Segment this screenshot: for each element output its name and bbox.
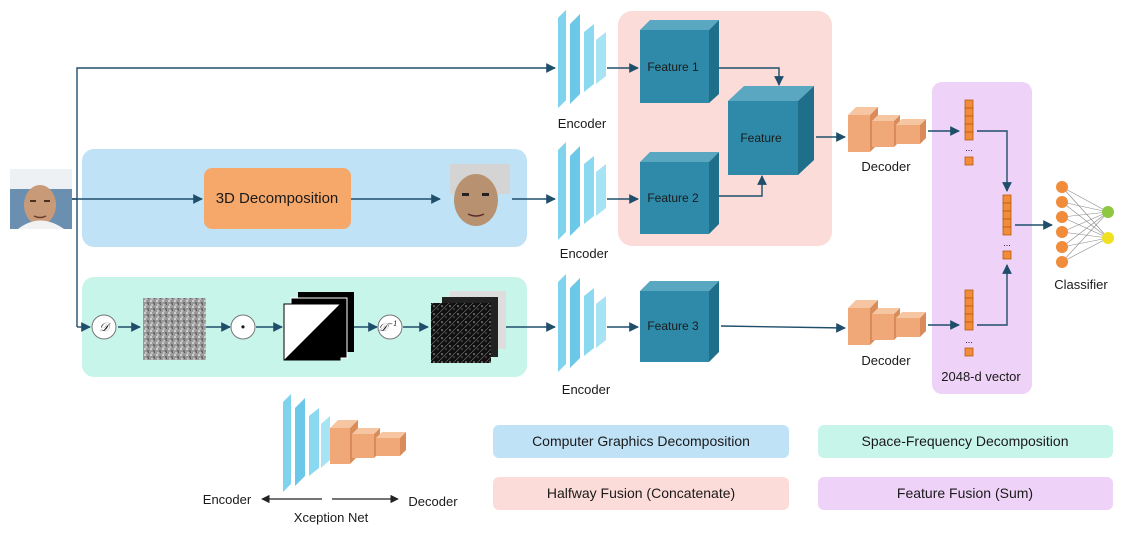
legend-sf-swatch xyxy=(818,425,1113,458)
legend-hf-label: Halfway Fusion (Concatenate) xyxy=(547,485,735,501)
feature-fused-cube xyxy=(728,86,814,175)
encoder-bottom-label: Encoder xyxy=(562,382,611,397)
vector-top xyxy=(964,99,974,166)
dot-operator xyxy=(230,314,256,340)
xception-net-label: Xception Net xyxy=(294,510,369,525)
encoder-top xyxy=(558,10,606,108)
vector-sum xyxy=(1002,194,1012,260)
legend-cg-swatch xyxy=(493,425,789,458)
dot-operator-label: • xyxy=(241,320,245,334)
feature3-label: Feature 3 xyxy=(647,319,699,333)
xception-net-glyph xyxy=(283,394,406,492)
input-face-image xyxy=(10,169,72,229)
feature-fusion-region xyxy=(932,82,1032,394)
legend-sf-label: Space-Frequency Decomposition xyxy=(862,433,1069,449)
legend-hf-swatch xyxy=(493,477,789,510)
encoder-top-label: Encoder xyxy=(558,116,607,131)
feature1-cube xyxy=(640,20,719,103)
dct-operator xyxy=(91,314,117,340)
feature2-cube xyxy=(640,152,719,234)
feature1-label: Feature 1 xyxy=(647,60,699,74)
dct-operator-label: 𝒟 xyxy=(99,320,111,334)
decomposition-3d-box xyxy=(204,168,351,229)
xception-decoder-label: Decoder xyxy=(408,494,458,509)
noise-image xyxy=(143,298,206,360)
vector-sum-ellipsis: ... xyxy=(1003,238,1011,248)
xception-encoder-label: Encoder xyxy=(203,492,252,507)
decoder-bottom-label: Decoder xyxy=(861,353,911,368)
legend-cg-label: Computer Graphics Decomposition xyxy=(532,433,750,449)
vector-top-ellipsis: ... xyxy=(965,143,973,153)
vector-label: 2048-d vector xyxy=(941,369,1021,384)
rendered-3d-face-image xyxy=(442,164,512,234)
decoder-bottom xyxy=(848,300,926,345)
decomposition-3d-label: 3D Decomposition xyxy=(216,190,339,207)
spectral-result-stack xyxy=(431,291,506,363)
connectors xyxy=(72,63,1053,333)
classifier-label: Classifier xyxy=(1054,277,1108,292)
feature-fused-label: Feature xyxy=(740,131,782,145)
vector-bottom xyxy=(964,289,974,357)
decoder-top-label: Decoder xyxy=(861,159,911,174)
encoder-bottom xyxy=(558,274,606,372)
inverse-dct-operator xyxy=(377,314,403,340)
legend-ff-swatch xyxy=(818,477,1113,510)
encoder-middle xyxy=(558,142,606,240)
legend: Computer Graphics Decomposition Space-Fr… xyxy=(493,425,1113,510)
feature3-cube xyxy=(640,281,719,362)
feature2-label: Feature 2 xyxy=(647,191,699,205)
frequency-mask-stack xyxy=(283,292,354,361)
classifier-network xyxy=(1056,181,1114,268)
encoder-middle-label: Encoder xyxy=(560,246,609,261)
inverse-dct-operator-label: 𝒟−1 xyxy=(378,320,397,334)
decoder-top xyxy=(848,107,926,152)
legend-ff-label: Feature Fusion (Sum) xyxy=(897,485,1033,501)
vector-bottom-ellipsis: ... xyxy=(965,335,973,345)
